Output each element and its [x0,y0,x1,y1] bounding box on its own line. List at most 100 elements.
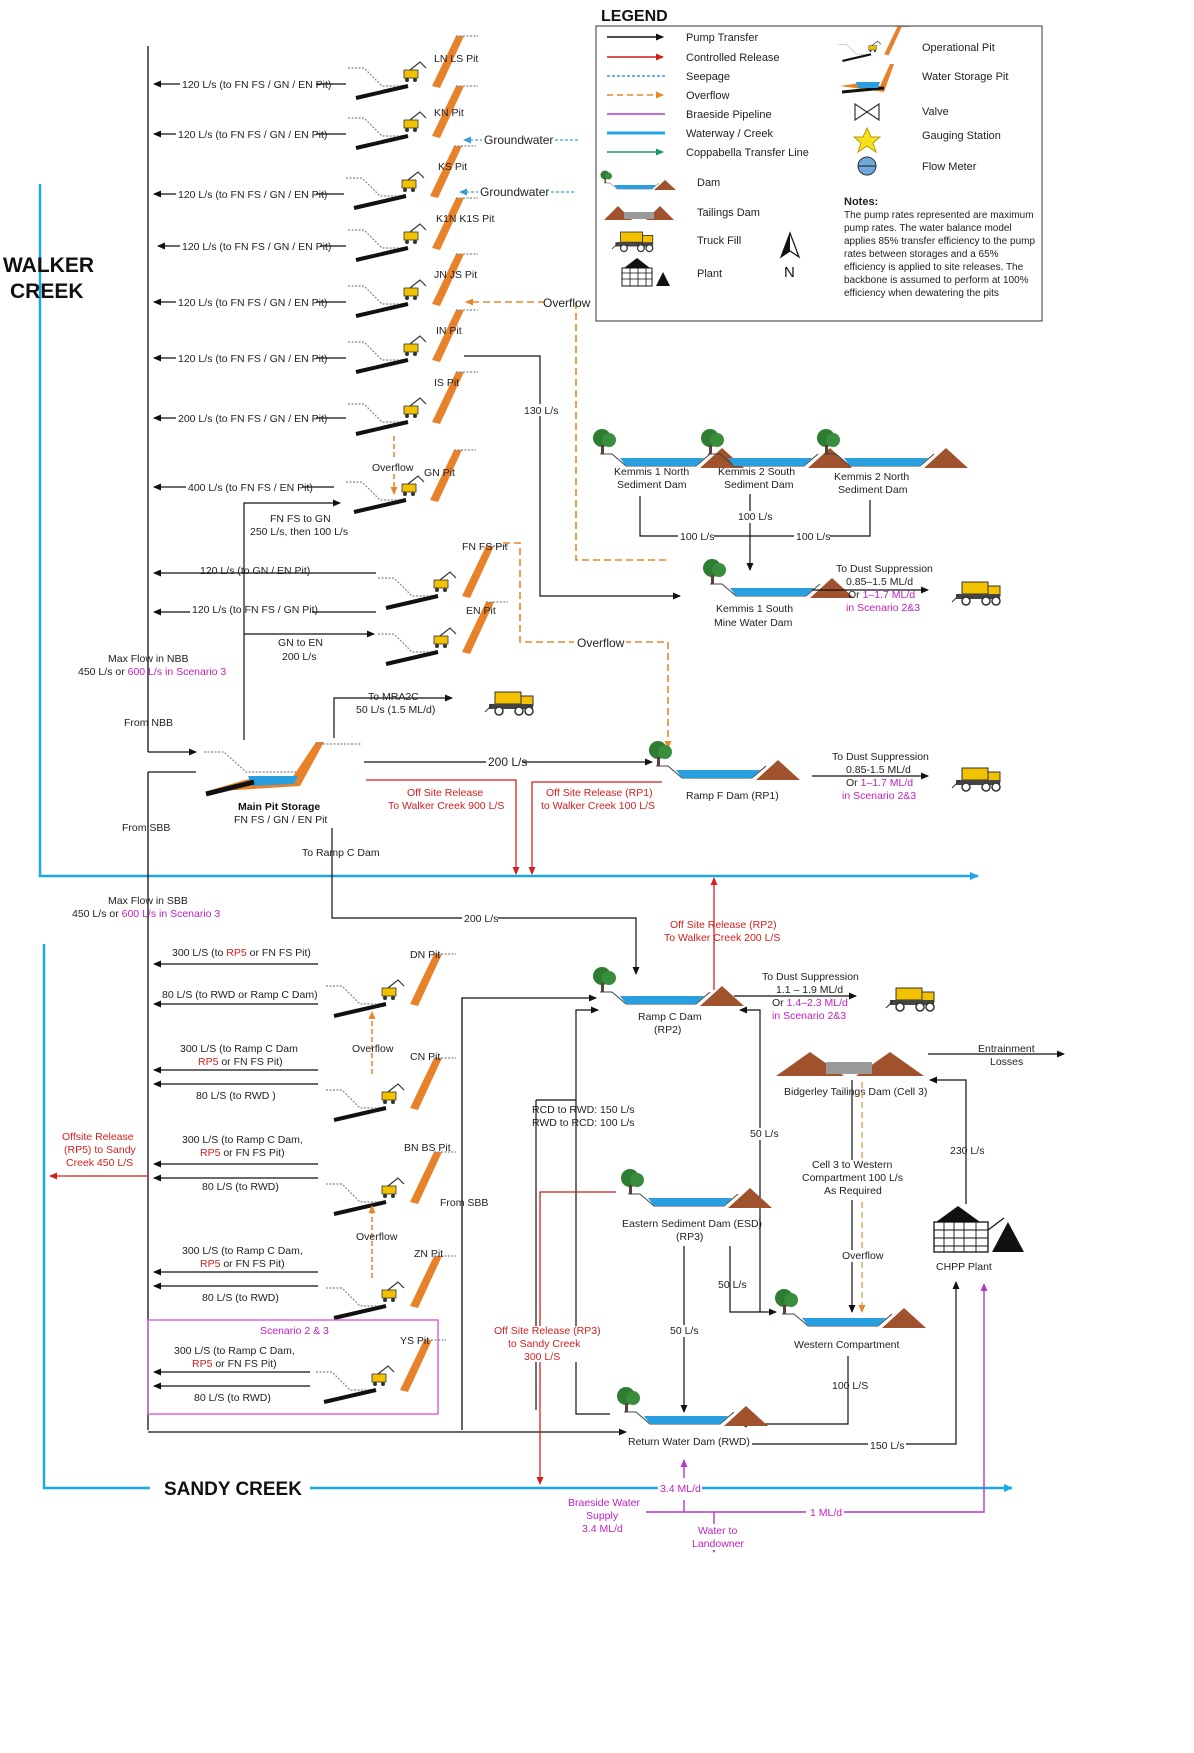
to-ramp-c: To Ramp C Dam [302,847,380,859]
offsite-rp5: Offsite Release (RP5) to Sandy Creek 450… [49,1131,148,1180]
pit-fn-fs: FN FS Pit 120 L/s (to GN / EN Pit) 120 L… [153,541,672,749]
pit-label: K1N K1S Pit [436,213,494,225]
dam-label: Kemmis 1 North [614,466,689,478]
legend-dam: Dam [697,177,720,189]
notes-line: efficiency when dewatering the pits [844,288,999,299]
pit-kn: KN Pit 120 L/s (to FN FS / GN / EN Pit) … [153,84,578,150]
entrainment: Losses [990,1056,1023,1068]
legend: LEGEND Pump Transfer Controlled Release … [595,8,1043,322]
pit-label: EN Pit [466,605,496,617]
pit-label: GN Pit [424,467,455,479]
scenario-label: Scenario 2 & 3 [260,1325,329,1337]
notes-line: The pump rates represented are maximum [844,210,1034,221]
pit-label: ZN Pit [414,1248,443,1260]
pit-label: JN JS Pit [434,269,477,281]
pit-label: FN FS Pit [462,541,508,553]
walker-creek-label: WALKER [3,254,94,277]
release-label: Off Site Release (RP1) [546,787,653,799]
flow-meter-icon [857,156,877,176]
flow-label: 80 L/S (to RWD) [194,1392,271,1404]
release-label: Off Site Release (RP2) [670,919,777,931]
legend-storage-pit-icon [840,64,894,94]
legend-tailings-icon [604,206,674,220]
notes-line: efficiency is applied to site releases. … [844,262,1024,273]
overflow-label: Overflow [352,1043,394,1055]
south-backbone: From SBB Max Flow in SBB 450 L/s or 600 … [72,771,627,1436]
flow-label: 100 L/S [832,1380,868,1392]
western-compartment: Western Compartment 100 L/S [739,1288,927,1428]
flow-label: 80 L/S (to RWD or Ramp C Dam) [162,989,318,1001]
release-label: Offsite Release [62,1131,134,1143]
flow-label: 120 L/s (to FN FS / GN / EN Pit) [182,241,331,253]
flow-label: 120 L/s (to FN FS / GN / EN Pit) [178,297,327,309]
walker-creek: WALKER CREEK [3,184,979,880]
gn-to-en: GN to EN [278,637,323,649]
flow-label: 100 L/s [738,511,772,523]
braeside-label: Braeside Water [568,1497,640,1509]
nbb-max-flow: Max Flow in NBB [108,653,189,665]
ramp-f-dam: Ramp F Dam (RP1) Off Site Release (RP1) … [528,740,1001,875]
dam-label: Kemmis 2 North [834,471,909,483]
upper-overflows: Overflow Overflow 130 L/s [372,296,681,600]
release-label: Creek 450 L/S [66,1157,133,1169]
landowner-label: Landowner [692,1538,744,1550]
pit-label: BN BS Pit [404,1142,451,1154]
cell3-label: As Required [824,1185,882,1197]
truck-icon [484,691,534,716]
flow-label: 80 L/S (to RWD) [202,1181,279,1193]
main-pit-name: Main Pit Storage [238,801,320,813]
north-arrow-icon [779,231,801,259]
flow-label: 120 L/s (to FN FS / GN / EN Pit) [178,353,327,365]
legend-tailings: Tailings Dam [697,207,760,219]
pit-label: IN Pit [436,325,462,337]
legend-operational-pit: Operational Pit [922,42,995,54]
flow-label: RP5 or FN FS Pit) [192,1358,277,1370]
scenario-box: Scenario 2 & 3 YS Pit 300 L/S (to Ramp C… [147,1319,448,1415]
kemmis-dams: Kemmis 1 North Sediment Dam Kemmis 2 Sou… [592,428,1001,629]
pit-label: CN Pit [410,1051,440,1063]
dam-label: Eastern Sediment Dam (ESD) [622,1218,762,1230]
legend-waterway: Waterway / Creek [686,128,774,140]
flow-label: 300 L/S (to Ramp C Dam, [182,1245,303,1257]
groundwater-label: Groundwater [480,185,549,199]
truck-icon [951,767,1001,792]
dust-label: 1.1 – 1.9 ML/d [776,984,843,996]
pit-is: IS Pit 200 L/s (to FN FS / GN / EN Pit) [153,370,480,436]
release-label: Off Site Release (RP3) [494,1325,601,1337]
nbb-rate: 450 L/s or 600 L/s in Scenario 3 [78,666,226,678]
dust-label: in Scenario 2&3 [842,790,916,802]
dam-label: Ramp F Dam (RP1) [686,790,779,802]
legend-controlled: Controlled Release [686,52,780,64]
pit-label: LN LS Pit [434,53,478,65]
pit-zn: ZN Pit 300 L/S (to Ramp C Dam, RP5 or FN… [153,1205,458,1320]
truck-icon [951,581,1001,606]
eastern-sediment-dam: Eastern Sediment Dam (ESD) (RP3) 50 L/s … [492,1168,777,1485]
dam-label: (RP2) [654,1024,681,1036]
flow-label: 130 L/s [524,405,558,417]
pit-cn: CN Pit 300 L/S (to Ramp C Dam RP5 or FN … [153,1011,458,1122]
dam-label: Sediment Dam [617,479,687,491]
dam-label: Return Water Dam (RWD) [628,1436,750,1448]
sbb-rate: 450 L/s or 600 L/s in Scenario 3 [72,908,220,920]
legend-truck-icon [611,231,654,253]
overflow-label: Overflow [577,636,625,650]
walker-creek-label: CREEK [10,280,84,303]
gauging-station-icon [852,126,882,154]
flow-label: 120 L/s (to GN / EN Pit) [200,565,310,577]
pit-ln-ls: LN LS Pit 120 L/s (to FN FS / GN / EN Pi… [153,34,480,100]
flow-label: 300 L/S (to RP5 or FN FS Pit) [172,947,311,959]
overflow-label: Overflow [372,462,414,474]
legend-dam-icon [600,170,677,191]
legend-valve: Valve [922,106,949,118]
groundwater-label: Groundwater [484,133,553,147]
notes-line: pump rates. The water balance model [844,223,1012,234]
legend-gauging: Gauging Station [922,130,1001,142]
chpp-plant-icon [933,1206,1024,1253]
dust-label: To Dust Suppression [832,751,929,763]
legend-plant: Plant [697,268,722,280]
flow-label: 400 L/s (to FN FS / EN Pit) [188,482,313,494]
dam-label: Mine Water Dam [714,617,793,629]
from-nbb: From NBB [124,717,173,729]
flow-label: 100 L/s [796,531,830,543]
from-sbb: From SBB [122,822,170,834]
